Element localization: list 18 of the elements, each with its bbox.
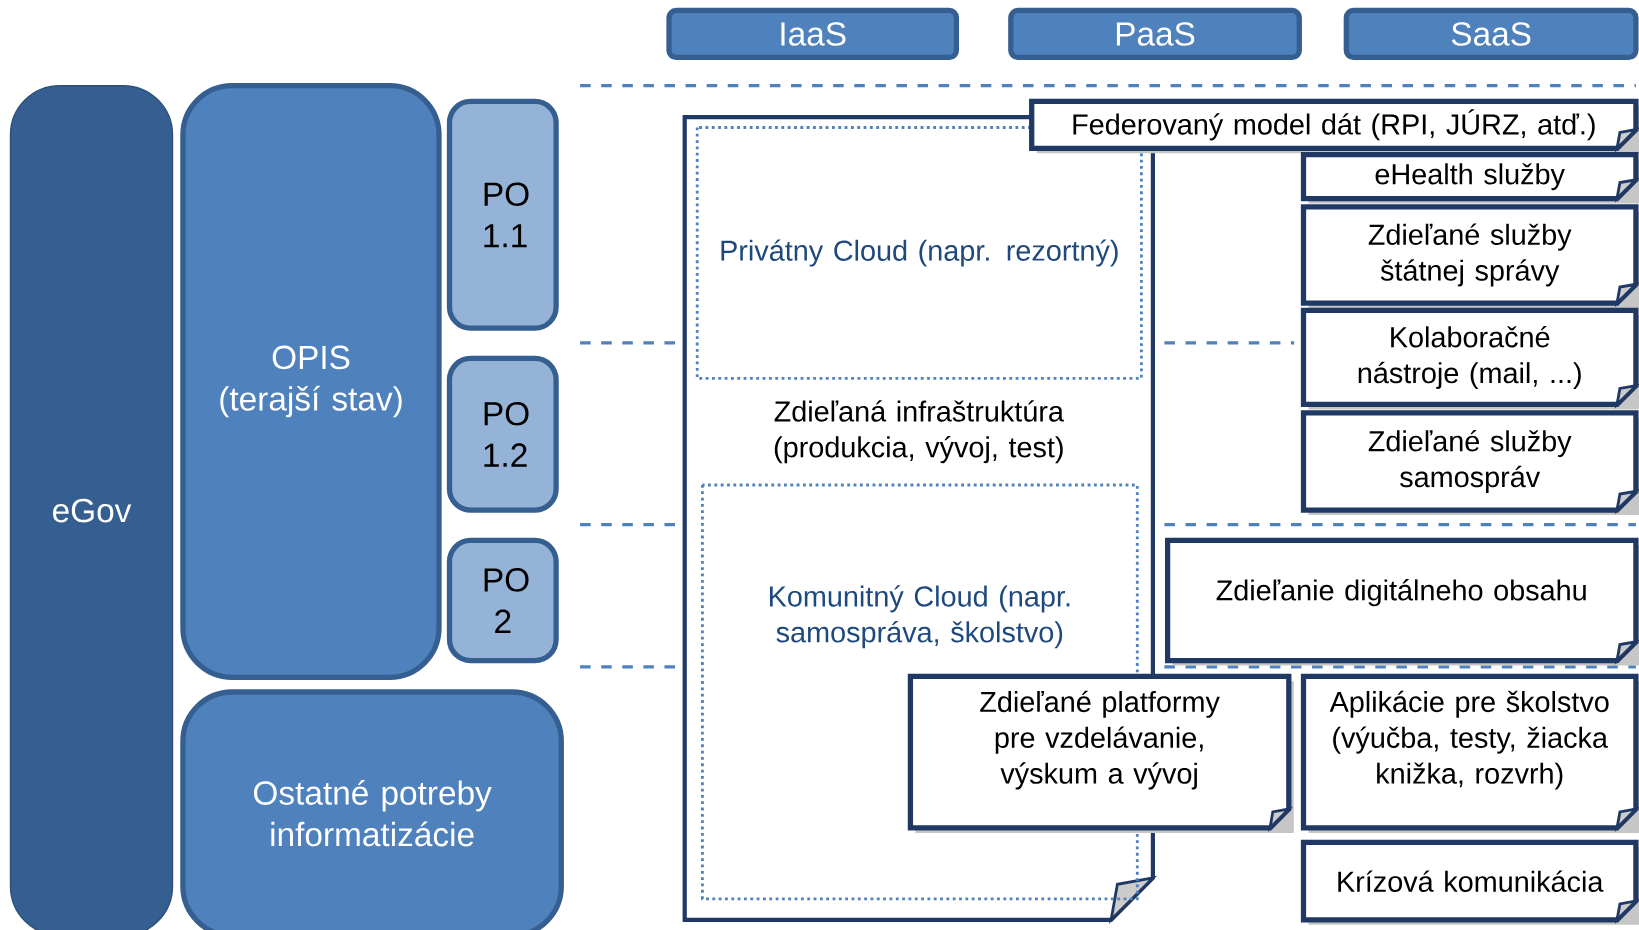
domain-column: eGov (9, 85, 174, 930)
service-note: Zdieľanie digitálneho obsahu (1164, 537, 1639, 666)
area-box: Ostatné potreby informatizácie (180, 689, 564, 930)
service-note: Aplikácie pre školstvo (výučba, testy, žiacka knižka, rozvrh) (1300, 673, 1639, 833)
service-note: Zdieľané platformy pre vzdelávanie, výskum a vývoj (907, 673, 1294, 833)
service-tab: IaaS (666, 7, 960, 61)
area-box: OPIS (terajší stav) (180, 83, 442, 680)
service-note: Zdieľané služby štátnej správy (1300, 204, 1639, 309)
program-box: PO 1.1 (446, 98, 559, 331)
program-box: PO 2 (446, 537, 559, 664)
service-note: Federovaný model dát (RPI, JÚRZ, atď.) (1029, 98, 1639, 154)
service-note: Krízová komunikácia (1300, 839, 1639, 925)
service-note: eHealth služby (1300, 152, 1639, 204)
program-box: PO 1.2 (446, 355, 559, 513)
service-tab: SaaS (1343, 7, 1639, 61)
service-note: Zdieľané služby samospráv (1300, 410, 1639, 516)
service-note: Kolaboračné nástroje (mail, ...) (1300, 307, 1639, 410)
service-tab: PaaS (1008, 7, 1302, 61)
